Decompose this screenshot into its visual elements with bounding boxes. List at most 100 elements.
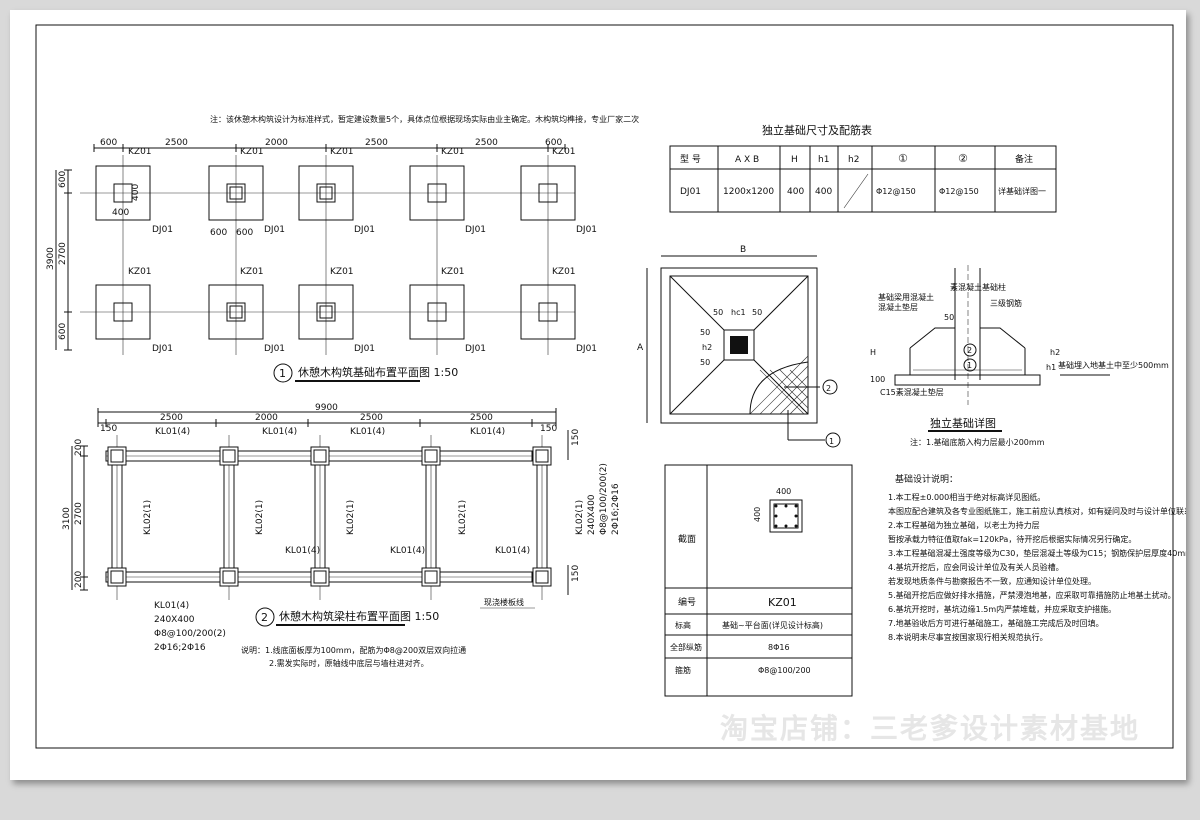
watermark: 淘宝店铺：三老爹设计素材基地 <box>720 712 1140 745</box>
note-item: 7.地基验收后方可进行基础施工，基础施工完成后及时回填。 <box>888 618 1104 628</box>
detail-d50: 50 <box>713 308 723 317</box>
marker-1: 1 <box>829 437 834 446</box>
col-section-label: 截面 <box>678 533 696 545</box>
plan2-note-1: 2.需发实际时，原轴线中底层与墙柱进对齐。 <box>269 658 429 668</box>
foundation-detail-plan: B A 50 hc1 50 50 h2 50 2 <box>637 245 841 448</box>
plan1-title: 休憩木构筑基础布置平面图 1:50 <box>298 365 458 379</box>
plan2-num: 2 <box>261 611 268 624</box>
p2-ldim-2: 200 <box>74 571 84 588</box>
foundation-pad <box>208 284 264 340</box>
kz-label: KZ01 <box>330 147 354 157</box>
detail-hc1: hc1 <box>731 308 746 317</box>
foundation-section: 基础梁用混凝土 混凝土垫层 素混凝土基础柱 三级钢筋 H h2 h1 50 10… <box>870 265 1169 447</box>
drawing-border <box>35 24 1174 749</box>
note-item: 本图应配合建筑及各专业图纸施工，施工前应认真核对，如有疑问及时与设计单位联系。 <box>888 506 1186 516</box>
td-1: 1200x1200 <box>723 187 774 197</box>
th-5: ① <box>898 152 908 165</box>
plan2-note-0: 说明：1.线底面板厚为100mm，配筋为Φ8@200双层双向拉通 <box>241 645 466 655</box>
foundation-pad <box>95 165 151 221</box>
section-title: 独立基础详图 <box>930 416 996 430</box>
dj-label: DJ01 <box>465 225 486 235</box>
right-spec-3: 2Φ16;2Φ16 <box>611 483 621 535</box>
kl01-label: KL01(4) <box>495 546 530 556</box>
p2-ltotal: 3100 <box>62 507 72 530</box>
kl02-label: KL02(1) <box>143 500 153 535</box>
foundation-pad <box>520 284 576 340</box>
bottom-spec-1: 240X400 <box>154 615 195 625</box>
foundation-pad <box>208 165 264 221</box>
detail-A: A <box>637 343 644 353</box>
kl01-label: KL01(4) <box>285 546 320 556</box>
foundation-pad <box>409 284 465 340</box>
note-item: 2.本工程基础为独立基础，以老土为持力层 <box>888 520 1040 530</box>
note-item: 6.基坑开挖时，基坑边缘1.5m内严禁堆载，并应采取支护措施。 <box>888 604 1116 614</box>
slab-line-label: 现浇楼板线 <box>484 597 524 607</box>
sec-dim-100: 100 <box>870 375 885 384</box>
p2-dim-0: 150 <box>100 424 117 434</box>
sec-marker-1: 1 <box>967 361 972 370</box>
sec-label-3: 三级钢筋 <box>990 298 1022 308</box>
c15-label: C15素混凝土垫层 <box>880 387 944 397</box>
col-row-k: 全部纵筋 <box>670 642 702 652</box>
dj-label: DJ01 <box>264 225 285 235</box>
detail-h2: h2 <box>702 343 712 352</box>
note-item: 5.基础开挖后应做好排水措施，严禁浸泡地基，应采取可靠措施防止地基土扰动。 <box>888 590 1176 600</box>
th-2: H <box>791 155 798 165</box>
detail-d50: 50 <box>752 308 762 317</box>
sec-label-2: 素混凝土基础柱 <box>950 282 1006 292</box>
p2-rdim-1: 150 <box>571 565 581 582</box>
col-code-label: 编号 <box>678 596 696 608</box>
kz-label: KZ01 <box>441 147 465 157</box>
col-dim-h: 400 <box>753 507 762 522</box>
sec-dim-50: 50 <box>944 313 954 322</box>
foundation-pad <box>520 165 576 221</box>
dj-label: DJ01 <box>465 344 486 354</box>
p1-ldim-2: 600 <box>58 323 68 340</box>
dj-label: DJ01 <box>354 225 375 235</box>
col-dim-w: 400 <box>776 487 791 496</box>
dj-label: DJ01 <box>576 225 597 235</box>
kz-label: KZ01 <box>552 147 576 157</box>
td-2: 400 <box>787 187 804 197</box>
kz-label: KZ01 <box>128 147 152 157</box>
note-item: 8.本说明未尽事宜按国家现行相关规范执行。 <box>888 632 1048 642</box>
td-5: Φ12@150 <box>876 187 916 196</box>
p2-rdim-0: 150 <box>571 429 581 446</box>
th-4: h2 <box>848 155 859 165</box>
note-item: 4.基坑开挖后，应会同设计单位及有关人员验槽。 <box>888 562 1064 572</box>
top-note: 注：该休憩木构筑设计为标准样式，暂定建设数量5个，具体点位根据现场实际由业主确定… <box>210 114 639 124</box>
foundation-pad <box>409 165 465 221</box>
td-0: DJ01 <box>680 187 701 197</box>
foundation-table: 独立基础尺寸及配筋表 型 号 A X B H h1 h2 ① ② 备注 DJ01… <box>669 123 1057 213</box>
p1-ddim-0: 400 <box>131 184 141 201</box>
td-3: 400 <box>815 187 832 197</box>
dj-label: DJ01 <box>354 344 375 354</box>
note-item: 3.本工程基础混凝土强度等级为C30，垫层混凝土等级为C15；钢筋保护层厚度40… <box>888 548 1186 558</box>
col-row-v: 基础~平台面(详见设计标高) <box>722 620 823 630</box>
col-row-k: 箍筋 <box>675 665 691 675</box>
sec-dim-h1: h1 <box>1046 363 1056 372</box>
foundation-pad <box>298 165 354 221</box>
th-0: 型 号 <box>680 154 701 165</box>
kl01-label: KL01(4) <box>155 427 190 437</box>
p1-ldim-0: 600 <box>58 171 68 188</box>
th-7: 备注 <box>1015 153 1033 165</box>
dj-label: DJ01 <box>576 344 597 354</box>
notes-title: 基础设计说明： <box>895 473 958 485</box>
p2-dim-1: 2500 <box>160 413 183 423</box>
bottom-spec-3: 2Φ16;2Φ16 <box>154 643 206 653</box>
right-spec-2: Φ8@100/200(2) <box>599 463 609 535</box>
col-row-v: Φ8@100/200 <box>758 666 811 675</box>
dj-label: DJ01 <box>152 225 173 235</box>
detail-B: B <box>740 245 746 255</box>
p1-ldim-1: 2700 <box>58 242 68 265</box>
kl01-label: KL01(4) <box>390 546 425 556</box>
column-table: 截面 400 400 编号 KZ01 标高 基础~平台面(详见设计标高) 全部纵… <box>664 464 853 697</box>
drawing-canvas: 注：该休憩木构筑设计为标准样式，暂定建设数量5个，具体点位根据现场实际由业主确定… <box>35 24 1200 749</box>
kl01-label: KL01(4) <box>262 427 297 437</box>
plan1-num: 1 <box>279 367 286 380</box>
p2-dim-5: 150 <box>540 424 557 434</box>
bottom-spec-0: KL01(4) <box>154 601 189 611</box>
drawing-sheet: 注：该休憩木构筑设计为标准样式，暂定建设数量5个，具体点位根据现场实际由业主确定… <box>10 10 1200 780</box>
right-spec-0: KL02(1) <box>575 500 585 535</box>
